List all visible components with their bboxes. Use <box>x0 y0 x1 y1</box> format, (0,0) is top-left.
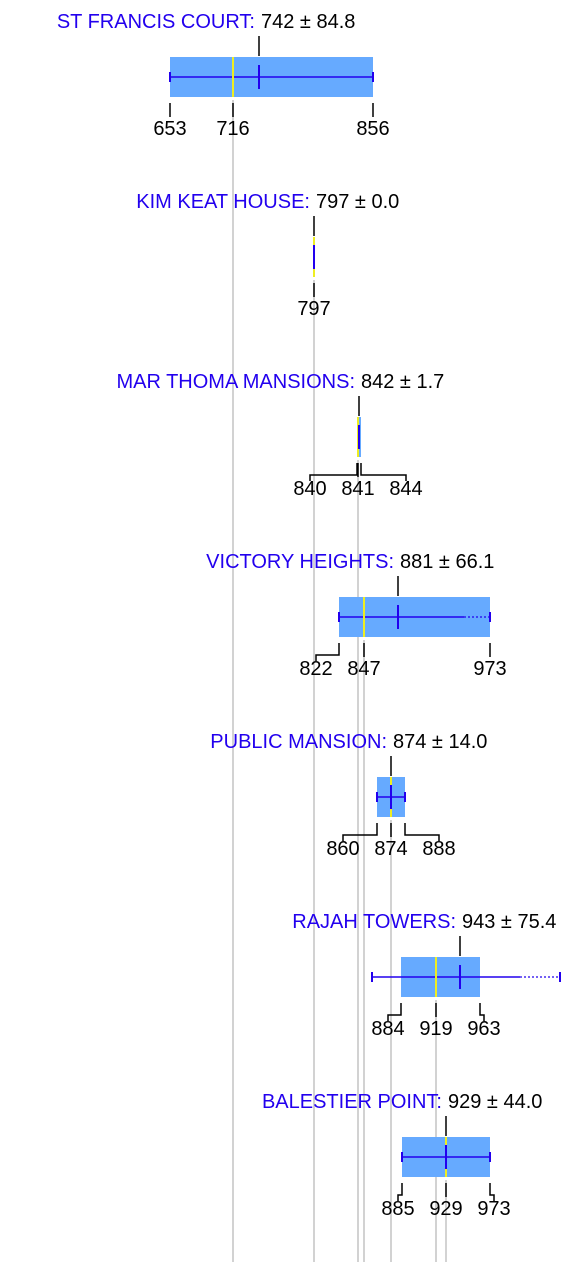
tick-label: 929 <box>429 1198 462 1220</box>
group-name: KIM KEAT HOUSE: <box>136 191 310 213</box>
group-stat: 943 ± 75.4 <box>462 911 556 933</box>
group-title: KIM KEAT HOUSE: 797 ± 0.0 <box>136 191 399 213</box>
box-group: KIM KEAT HOUSE: 797 ± 0.0 797 <box>136 191 399 320</box>
tick-label: 841 <box>341 478 374 500</box>
tick-label: 847 <box>347 658 380 680</box>
tick-connector <box>360 463 407 481</box>
tick-label: 860 <box>326 838 359 860</box>
tick-connector <box>315 643 340 661</box>
box-group: BALESTIER POINT: 929 ± 44.0 885 929 973 <box>262 1091 542 1220</box>
tick-connector <box>479 1003 485 1021</box>
tick-connector <box>387 1003 402 1021</box>
group-name: VICTORY HEIGHTS: <box>206 551 394 573</box>
group-name: BALESTIER POINT: <box>262 1091 442 1113</box>
box-group: PUBLIC MANSION: 874 ± 14.0 860 874 888 <box>210 731 487 860</box>
group-name: PUBLIC MANSION: <box>210 731 387 753</box>
tick-label: 919 <box>419 1018 452 1040</box>
group-title: VICTORY HEIGHTS: 881 ± 66.1 <box>206 551 494 573</box>
group-title: MAR THOMA MANSIONS: 842 ± 1.7 <box>116 371 444 393</box>
group-title: ST FRANCIS COURT: 742 ± 84.8 <box>57 11 356 33</box>
group-stat: 929 ± 44.0 <box>448 1091 542 1113</box>
group-stat: 874 ± 14.0 <box>393 731 487 753</box>
median-guide-lines <box>232 100 447 1262</box>
tick-connector <box>309 463 358 481</box>
box-group: ST FRANCIS COURT: 742 ± 84.8 653 716 856 <box>57 11 390 140</box>
tick-label: 653 <box>153 118 186 140</box>
tick-connector <box>404 823 440 841</box>
group-name: RAJAH TOWERS: <box>292 911 456 933</box>
box-groups: ST FRANCIS COURT: 742 ± 84.8 653 716 856KIM … <box>57 11 561 1220</box>
tick-label: 840 <box>293 478 326 500</box>
tick-label: 856 <box>356 118 389 140</box>
tick-label: 973 <box>473 658 506 680</box>
tick-label: 888 <box>422 838 455 860</box>
group-name: MAR THOMA MANSIONS: <box>116 371 355 393</box>
group-name: ST FRANCIS COURT: <box>57 11 255 33</box>
group-stat: 842 ± 1.7 <box>361 371 444 393</box>
group-stat: 797 ± 0.0 <box>316 191 399 213</box>
tick-label: 844 <box>389 478 422 500</box>
box-group: VICTORY HEIGHTS: 881 ± 66.1 822 847 973 <box>206 551 507 680</box>
tick-label: 963 <box>467 1018 500 1040</box>
box-group: RAJAH TOWERS: 943 ± 75.4 884 919 963 <box>292 911 561 1040</box>
box-group: MAR THOMA MANSIONS: 842 ± 1.7 840 841 844 <box>116 371 444 500</box>
tick-label: 885 <box>381 1198 414 1220</box>
group-title: PUBLIC MANSION: 874 ± 14.0 <box>210 731 487 753</box>
tick-label: 973 <box>477 1198 510 1220</box>
tick-label: 884 <box>371 1018 404 1040</box>
group-title: RAJAH TOWERS: 943 ± 75.4 <box>292 911 556 933</box>
group-stat: 742 ± 84.8 <box>261 11 355 33</box>
tick-connector <box>489 1183 495 1201</box>
tick-label: 716 <box>216 118 249 140</box>
group-title: BALESTIER POINT: 929 ± 44.0 <box>262 1091 542 1113</box>
tick-label: 874 <box>374 838 407 860</box>
tick-label: 822 <box>299 658 332 680</box>
group-stat: 881 ± 66.1 <box>400 551 494 573</box>
tick-label: 797 <box>297 298 330 320</box>
tick-connector <box>397 1183 403 1201</box>
tick-connector <box>342 823 378 841</box>
